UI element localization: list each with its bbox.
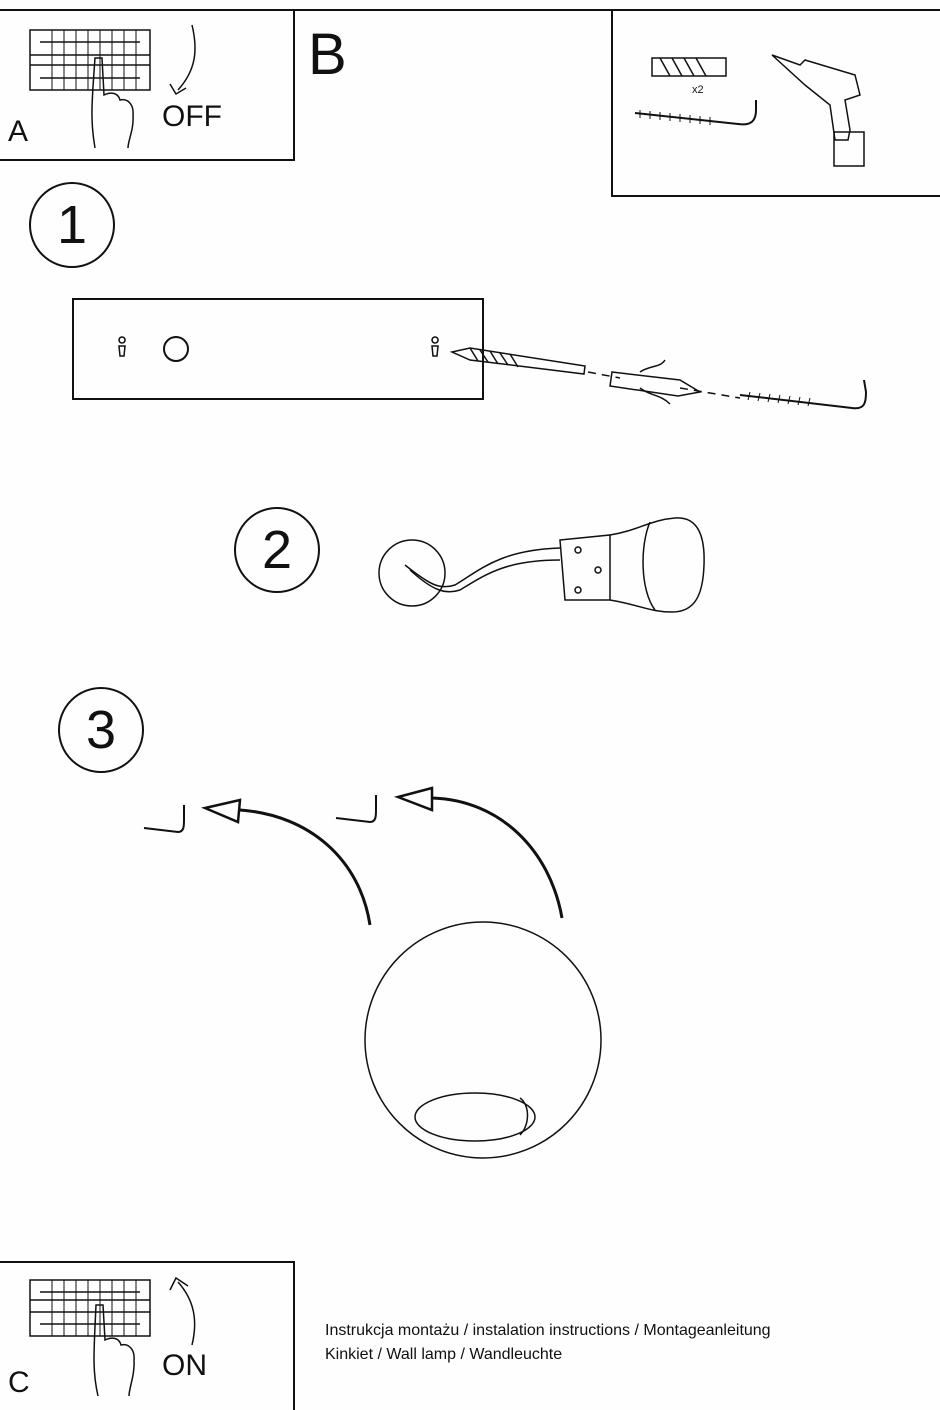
- hook-screw-step1-icon: [739, 379, 868, 410]
- step-3-badge: [58, 687, 144, 773]
- panel-b-letter: B: [308, 22, 347, 87]
- footer-subtitle: Kinkiet / Wall lamp / Wandleuchte: [325, 1346, 563, 1363]
- wall-plug-step1-icon: [609, 359, 703, 405]
- step-2-number: 2: [261, 520, 293, 580]
- lamp-socket-wiring: [378, 517, 705, 613]
- panel-a-action: OFF: [162, 100, 222, 133]
- footer-title: Instrukcja montażu / instalation instruc…: [325, 1322, 771, 1339]
- curved-arrow-icon: [200, 786, 564, 926]
- breaker-panel-icon: [29, 1279, 151, 1337]
- globe-lamp-shade: [364, 921, 602, 1159]
- hook-icon: [143, 795, 377, 834]
- breaker-panel-icon: [29, 29, 151, 91]
- step-3-number: 3: [85, 700, 117, 760]
- mounting-plate: [72, 298, 484, 400]
- panel-c-action: ON: [162, 1349, 207, 1382]
- hook-screw-icon: [634, 100, 757, 126]
- panel-frames: [0, 9, 940, 1410]
- quantity-label: x2: [692, 84, 704, 96]
- panel-a-letter: A: [8, 115, 29, 148]
- dashed-guide-line: [587, 371, 741, 399]
- step-2-badge: [234, 507, 320, 593]
- drill-icon: [771, 54, 865, 167]
- hand-icon: [91, 57, 134, 149]
- step-1-badge: [29, 182, 115, 268]
- arrow-down-icon: [169, 24, 196, 96]
- drill-bit-icon: [449, 347, 586, 375]
- arrow-up-icon: [169, 1276, 196, 1346]
- step-1-number: 1: [56, 195, 88, 255]
- panel-c-letter: C: [8, 1366, 30, 1399]
- hand-icon: [93, 1304, 135, 1397]
- wall-plug-icon: [651, 57, 727, 77]
